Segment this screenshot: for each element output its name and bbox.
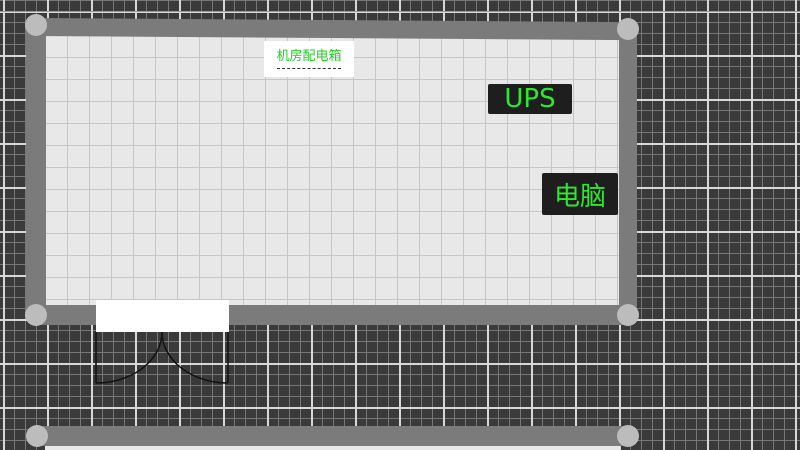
top-guide-line [0, 11, 800, 12]
distribution-box-marker[interactable]: 机房配电箱 [264, 41, 354, 77]
double-door-icon[interactable] [90, 330, 240, 390]
wall-corner-node[interactable] [617, 425, 639, 447]
distribution-box-dashed-line [277, 68, 341, 69]
computer-label: 电脑 [553, 181, 606, 212]
wall-left[interactable] [26, 28, 46, 316]
ups-label: UPS [504, 84, 556, 114]
wall-corner-node[interactable] [617, 18, 639, 40]
ups-device[interactable]: UPS [488, 84, 572, 114]
wall-adjacent-room-top[interactable] [35, 426, 628, 446]
distribution-box-label: 机房配电箱 [276, 49, 342, 64]
door-opening[interactable] [96, 300, 229, 332]
adjacent-room-floor[interactable] [45, 446, 620, 450]
wall-corner-node[interactable] [26, 425, 48, 447]
computer-device[interactable]: 电脑 [542, 173, 618, 215]
wall-corner-node[interactable] [25, 14, 47, 36]
wall-right[interactable] [619, 28, 637, 316]
server-room-floor[interactable] [45, 35, 620, 305]
wall-corner-node[interactable] [25, 304, 47, 326]
wall-corner-node[interactable] [617, 304, 639, 326]
